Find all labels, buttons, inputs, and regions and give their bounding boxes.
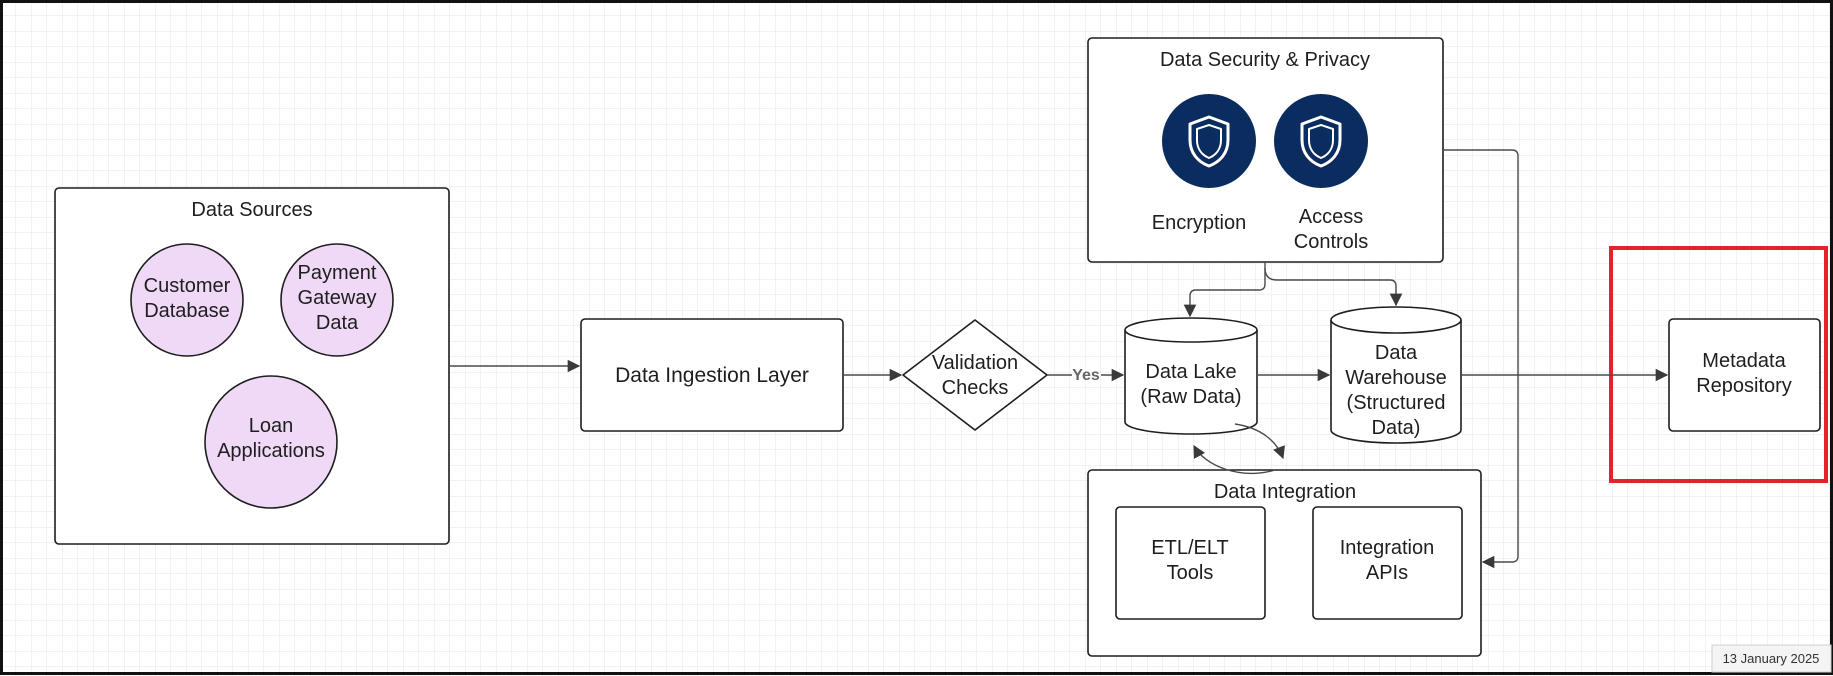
data-security-group[interactable]: Data Security & Privacy Encryption Acces…	[1087, 37, 1444, 263]
source-loan-applications[interactable]: Loan Applications	[204, 375, 338, 509]
integration-apis-label: Integration	[1340, 537, 1435, 559]
metadata-repository-label: Repository	[1696, 375, 1792, 397]
date-stamp-background	[1711, 644, 1832, 673]
access-controls-label: Access	[1299, 206, 1363, 228]
data-integration-title: Data Integration	[1214, 481, 1356, 503]
etl-tools[interactable]: ETL/ELT Tools	[1115, 506, 1266, 620]
data-warehouse-label: Data)	[1372, 417, 1421, 439]
arrow-security-to-integration	[1443, 149, 1519, 569]
etl-tools-label: ETL/ELT	[1151, 537, 1228, 559]
data-lake-body[interactable]	[1124, 330, 1258, 435]
shield-icon	[1162, 94, 1256, 188]
arrow-lake-to-integration	[1234, 423, 1285, 460]
metadata-repository-box[interactable]	[1668, 318, 1821, 432]
highlight-box	[1609, 246, 1828, 483]
metadata-repository-label: Metadata	[1702, 350, 1786, 372]
data-lake[interactable]: Data Lake (Raw Data)	[1124, 317, 1258, 435]
shield-icon-inner	[1308, 124, 1334, 159]
shield-icon	[1274, 94, 1368, 188]
source-circle[interactable]	[280, 243, 394, 357]
arrow-security-to-warehouse	[1264, 267, 1403, 307]
data-lake-label: Data Lake	[1145, 361, 1236, 383]
source-label: Applications	[217, 440, 325, 462]
encryption-label: Encryption	[1152, 212, 1247, 234]
data-warehouse-body[interactable]	[1330, 320, 1462, 444]
validation-checks[interactable]: Validation Checks	[902, 319, 1048, 431]
source-customer-database[interactable]: Customer Database	[130, 243, 244, 357]
source-circle[interactable]	[130, 243, 244, 357]
source-payment-gateway-data[interactable]: Payment Gateway Data	[280, 243, 394, 357]
etl-tools-label: Tools	[1167, 562, 1214, 584]
data-integration-group[interactable]: Data Integration ETL/ELT Tools Integrati…	[1087, 469, 1482, 657]
validation-label: Checks	[942, 377, 1009, 399]
data-warehouse-label: Warehouse	[1345, 367, 1447, 389]
metadata-repository[interactable]: Metadata Repository	[1668, 318, 1821, 432]
data-warehouse-label: (Structured	[1347, 392, 1446, 414]
date-label: 13 January 2025	[1723, 651, 1820, 666]
ingestion-label: Data Ingestion Layer	[615, 364, 809, 387]
data-lake-top[interactable]	[1124, 317, 1258, 343]
data-security-container[interactable]	[1087, 37, 1444, 263]
data-warehouse-top[interactable]	[1330, 306, 1462, 334]
connectors: Yes	[449, 149, 1669, 569]
source-label: Data	[316, 312, 359, 334]
etl-tools-box[interactable]	[1115, 506, 1266, 620]
arrow-integration-to-lake	[1193, 444, 1276, 474]
validation-label: Validation	[932, 352, 1018, 374]
shield-icon-inner	[1196, 124, 1222, 159]
access-controls-label: Controls	[1294, 231, 1368, 253]
source-label: Payment	[298, 262, 377, 284]
shield-icon-outline	[1300, 115, 1342, 168]
data-warehouse-label: Data	[1375, 342, 1418, 364]
validation-diamond[interactable]	[902, 319, 1048, 431]
source-label: Database	[144, 300, 230, 322]
source-label: Gateway	[298, 287, 377, 309]
data-security-title: Data Security & Privacy	[1160, 49, 1370, 71]
integration-apis[interactable]: Integration APIs	[1312, 506, 1463, 620]
source-label: Customer	[144, 275, 231, 297]
date-stamp: 13 January 2025	[1711, 644, 1832, 673]
source-circle[interactable]	[204, 375, 338, 509]
data-sources-group[interactable]: Data Sources Customer Database Payment G…	[54, 187, 450, 545]
data-lake-label: (Raw Data)	[1140, 386, 1241, 408]
data-sources-title: Data Sources	[191, 199, 312, 221]
yes-label: Yes	[1072, 367, 1100, 384]
encryption-item[interactable]: Encryption	[1152, 94, 1256, 234]
access-controls-item[interactable]: Access Controls	[1274, 94, 1368, 253]
ingestion-layer[interactable]: Data Ingestion Layer	[580, 318, 844, 432]
source-label: Loan	[249, 415, 294, 437]
shield-icon-outline	[1188, 115, 1230, 168]
arrow-security-to-lake	[1183, 262, 1266, 318]
integration-apis-box[interactable]	[1312, 506, 1463, 620]
data-warehouse[interactable]: Data Warehouse (Structured Data)	[1330, 306, 1462, 444]
integration-apis-label: APIs	[1366, 562, 1408, 584]
